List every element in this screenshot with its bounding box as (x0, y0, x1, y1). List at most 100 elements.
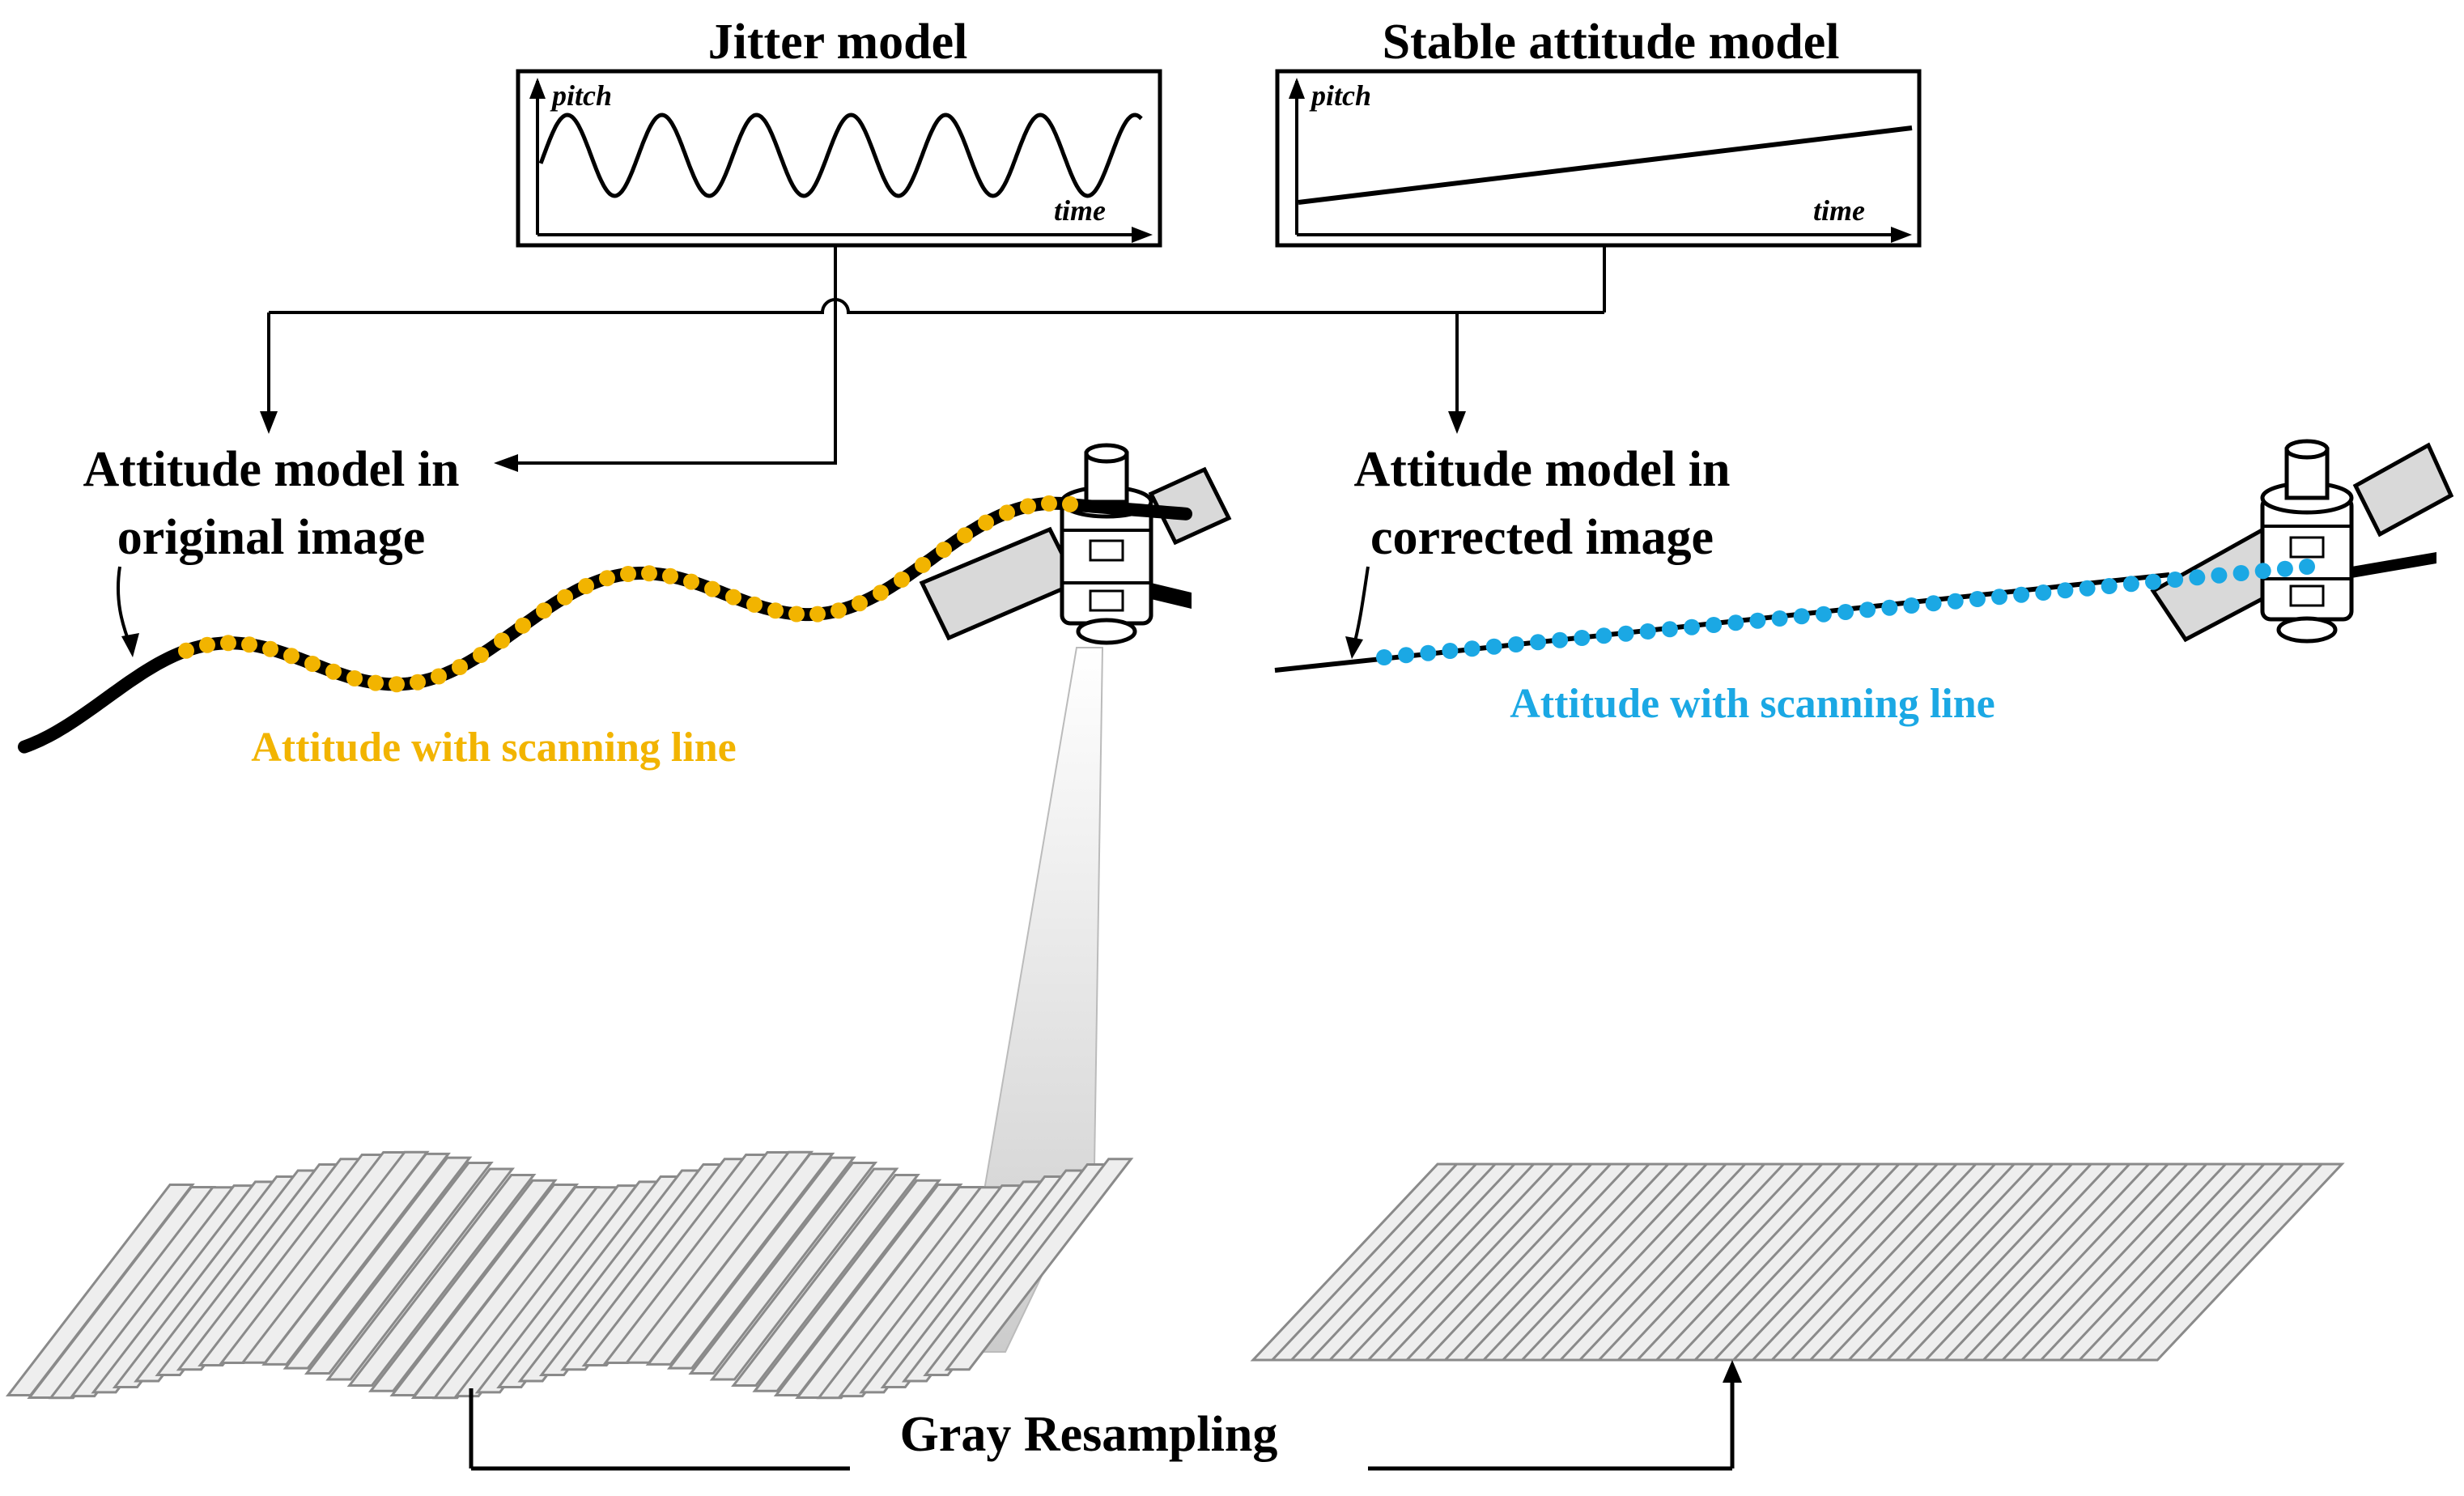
jitter-model-panel (516, 69, 1162, 248)
scan-dot (1595, 627, 1612, 644)
right-label-pointer-head (1345, 636, 1363, 659)
scan-dot (410, 674, 426, 691)
scan-dot (978, 514, 994, 531)
scan-dot (1903, 597, 1920, 614)
gray-resampling-arrow (1723, 1360, 1742, 1383)
scan-dot (873, 584, 889, 601)
right-label-pointer (1352, 566, 1370, 648)
image-strip (752, 1179, 942, 1392)
scan-dot (2299, 559, 2315, 575)
image-strip (837, 1184, 1027, 1398)
left-scan-label: Attitude with scanning line (251, 725, 737, 771)
scan-dot (2232, 565, 2249, 581)
image-strip (432, 1186, 622, 1400)
arrow-to-left-label (260, 411, 278, 434)
scan-dot (1020, 498, 1036, 515)
image-strip (688, 1162, 878, 1375)
image-strip (2134, 1162, 2345, 1362)
scan-dot (178, 642, 194, 659)
jitter-sine-curve (538, 113, 1143, 198)
image-strip (198, 1154, 387, 1366)
scan-dot (220, 635, 236, 652)
left-model-label-line1: Attitude model in (83, 442, 460, 497)
scan-dot (2189, 569, 2206, 586)
scan-dot (1706, 617, 1723, 633)
left-model-label-line2: original image (117, 510, 426, 565)
scan-dot (957, 527, 973, 544)
scan-dot (367, 674, 384, 691)
scan-dot (431, 668, 447, 685)
scan-dot (2145, 573, 2161, 590)
scan-dot (1727, 614, 1744, 631)
scan-dot (936, 542, 952, 559)
jitter-x-axis-label: time (1054, 194, 1106, 227)
scan-dot (746, 596, 763, 613)
scan-dot (1793, 608, 1810, 625)
scan-dot (1376, 649, 1392, 665)
scan-dot (2167, 572, 2184, 588)
scan-dot (1815, 606, 1832, 623)
scan-dot (1859, 601, 1876, 618)
scan-dot (536, 602, 552, 619)
scan-dot (641, 565, 657, 582)
scan-dot (2122, 576, 2139, 593)
jitter-x-axis (537, 227, 1153, 243)
scan-dot (1442, 643, 1459, 659)
stable-y-axis-label: pitch (1309, 79, 1371, 112)
scan-dot (999, 504, 1015, 521)
scan-dot (283, 648, 300, 665)
scan-dot (1552, 631, 1569, 648)
scan-dot (1485, 638, 1502, 655)
scan-dot (1969, 591, 1986, 607)
scan-dot (894, 572, 910, 588)
stable-x-axis (1297, 227, 1912, 243)
scan-dot (494, 632, 510, 649)
scan-dot (1925, 595, 1942, 612)
image-strip (581, 1154, 771, 1366)
scan-dot (262, 640, 278, 657)
image-strip (48, 1186, 238, 1400)
image-strip (367, 1179, 558, 1392)
scan-dot (620, 566, 636, 582)
scan-dot (1530, 634, 1546, 651)
right-scan-dots (1376, 559, 2315, 665)
scan-dot (1617, 625, 1634, 642)
scan-dot (767, 602, 784, 619)
stable-model-panel (1275, 69, 1922, 248)
scan-dot (241, 636, 257, 653)
left-scan-dots (178, 495, 1078, 693)
right-image-strips (1250, 1162, 2345, 1362)
image-strip (944, 1158, 1134, 1371)
scan-dot (662, 567, 678, 584)
image-strip (283, 1156, 473, 1370)
scan-dot (2035, 584, 2052, 601)
image-strip (325, 1167, 516, 1381)
arrow-to-right-label (1448, 411, 1466, 434)
image-strip (731, 1174, 920, 1387)
right-scan-label: Attitude with scanning line (1510, 681, 1995, 727)
scan-dot (1991, 589, 2007, 606)
scan-dot (683, 573, 699, 590)
scan-dot (199, 636, 215, 653)
image-strip (816, 1186, 1006, 1400)
scan-dot (325, 663, 342, 680)
connector-lines (267, 247, 1606, 465)
scan-dot (1507, 636, 1524, 652)
left-image-strips (5, 1150, 1134, 1400)
image-strip (304, 1162, 494, 1375)
stable-y-axis (1289, 78, 1305, 235)
scan-dot (852, 595, 868, 612)
scan-dot (831, 602, 847, 619)
jitter-y-axis (529, 78, 546, 235)
scan-dot (1639, 623, 1656, 640)
scan-dot (389, 676, 405, 693)
scan-dot (2013, 586, 2030, 603)
scan-dot (2211, 567, 2228, 584)
scan-dot (2101, 578, 2118, 594)
scan-dot (1464, 640, 1481, 657)
gray-resampling-label: Gray Resampling (900, 1407, 1278, 1462)
scan-dot (1661, 621, 1678, 638)
scan-dot (599, 570, 615, 587)
scan-dot (809, 606, 826, 623)
